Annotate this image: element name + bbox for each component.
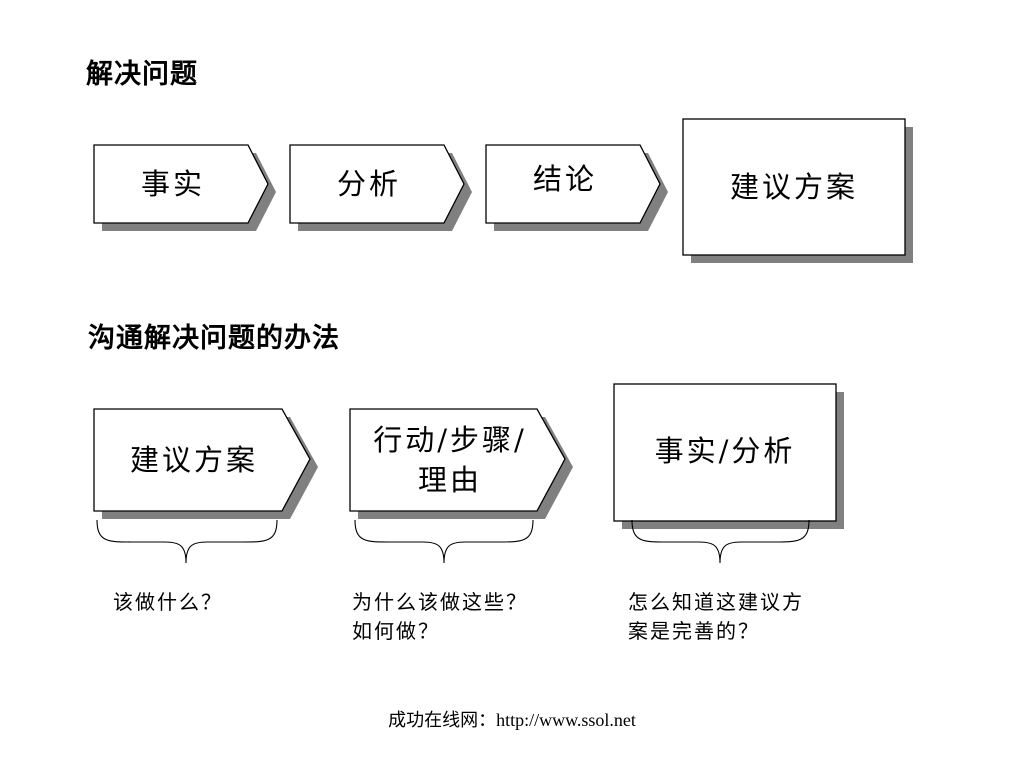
caption-how-know: 怎么知道这建议方 案是完善的？	[628, 590, 804, 643]
flow-step-facts	[93, 144, 276, 231]
brace-3	[631, 519, 810, 564]
flow-step-recommendation	[93, 408, 318, 519]
flow-step-conclusion	[485, 144, 668, 231]
caption-why-how: 为什么该做这些？ 如何做？	[352, 590, 528, 643]
step-label-facts: 事实	[140, 167, 205, 201]
footer-source: 成功在线网：http://www.ssol.net	[388, 710, 636, 730]
result-label-recommendation: 建议方案	[729, 170, 858, 204]
step-label-analysis: 分析	[336, 167, 401, 201]
flow-result-facts-analysis	[613, 383, 844, 529]
flow-step-action-reason	[349, 408, 573, 519]
flow-step-analysis	[289, 144, 472, 231]
brace-1	[96, 519, 278, 564]
section-title-solve-problem: 解决问题	[86, 59, 198, 90]
caption-what: 该做什么？	[113, 590, 223, 614]
result-label-facts-analysis: 事实/分析	[654, 433, 796, 468]
section-title-communicate-solution: 沟通解决问题的办法	[88, 323, 340, 354]
flow-result-recommendation	[682, 118, 913, 263]
brace-2	[354, 519, 534, 564]
step-label-recommendation: 建议方案	[129, 443, 258, 477]
step-label-conclusion: 结论	[532, 162, 597, 196]
step-label-action-reason: 行动/步骤/ 理由	[373, 423, 527, 497]
